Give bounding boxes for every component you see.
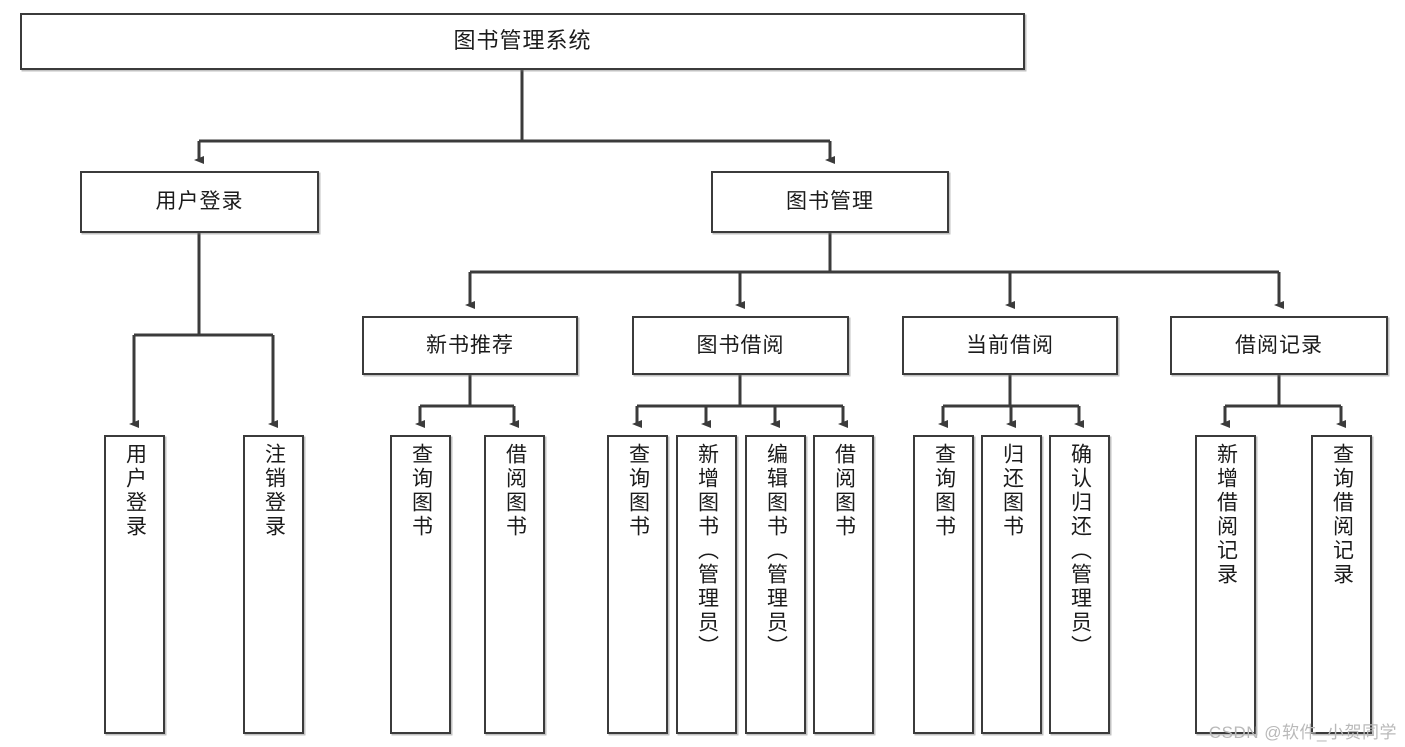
node-label: 新增图书（管理员）	[695, 443, 719, 659]
leaf-user-logout[interactable]: 注销登录	[243, 435, 304, 734]
node-label: 图书管理系统	[453, 28, 592, 54]
leaf-confirm-return-admin[interactable]: 确认归还（管理员）	[1049, 435, 1110, 734]
watermark-csdn: CSDN @软件_小贺同学	[1208, 723, 1397, 742]
node-label: 用户登录	[123, 443, 147, 539]
node-book-borrow[interactable]: 图书借阅	[632, 316, 849, 375]
node-label: 图书借阅	[696, 333, 785, 357]
leaf-borrow-book[interactable]: 借阅图书	[813, 435, 874, 734]
node-label: 借阅图书	[503, 443, 527, 539]
leaf-query-book-new-rec[interactable]: 查询图书	[390, 435, 451, 734]
node-label: 新增借阅记录	[1214, 443, 1238, 587]
node-label: 归还图书	[1000, 443, 1024, 539]
node-label: 借阅记录	[1235, 333, 1323, 357]
node-label: 查询图书	[409, 443, 433, 539]
node-label: 新书推荐	[426, 333, 514, 357]
node-label: 编辑图书（管理员）	[764, 443, 788, 659]
node-label: 用户登录	[155, 190, 244, 214]
node-new-book-recommendation[interactable]: 新书推荐	[362, 316, 578, 375]
leaf-query-book-current[interactable]: 查询图书	[913, 435, 974, 734]
leaf-return-book[interactable]: 归还图书	[981, 435, 1042, 734]
node-root-book-management-system[interactable]: 图书管理系统	[20, 13, 1025, 70]
leaf-edit-book-admin[interactable]: 编辑图书（管理员）	[745, 435, 806, 734]
leaf-add-borrow-record[interactable]: 新增借阅记录	[1195, 435, 1256, 734]
leaf-query-borrow-record[interactable]: 查询借阅记录	[1311, 435, 1372, 734]
leaf-add-book-admin[interactable]: 新增图书（管理员）	[676, 435, 737, 734]
node-label: 借阅图书	[832, 443, 856, 539]
node-label: 当前借阅	[966, 333, 1054, 357]
node-user-login[interactable]: 用户登录	[80, 171, 319, 233]
leaf-query-book-borrow[interactable]: 查询图书	[607, 435, 668, 734]
node-label: 确认归还（管理员）	[1068, 443, 1092, 659]
node-label: 图书管理	[786, 190, 874, 214]
node-label: 查询图书	[626, 443, 650, 539]
leaf-user-login[interactable]: 用户登录	[104, 435, 165, 734]
node-label: 查询图书	[932, 443, 956, 539]
node-borrow-record[interactable]: 借阅记录	[1170, 316, 1388, 375]
node-label: 查询借阅记录	[1330, 443, 1354, 587]
leaf-borrow-book-new-rec[interactable]: 借阅图书	[484, 435, 545, 734]
node-label: 注销登录	[262, 443, 286, 539]
node-book-management[interactable]: 图书管理	[711, 171, 949, 233]
node-current-borrow[interactable]: 当前借阅	[902, 316, 1118, 375]
